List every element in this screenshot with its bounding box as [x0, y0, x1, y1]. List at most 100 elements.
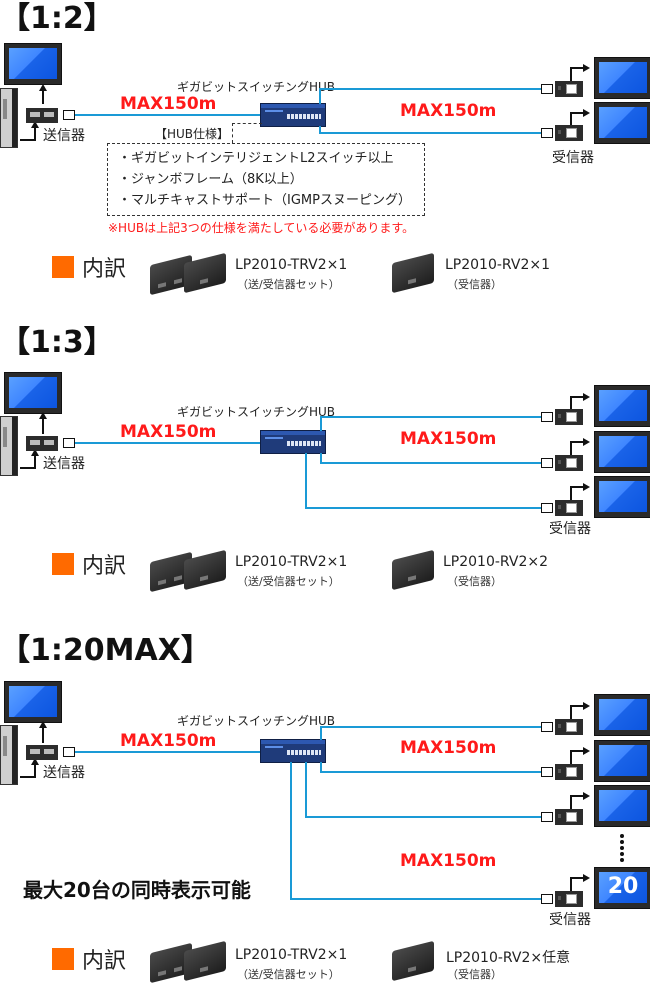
hub-spec-item: ・ジャンボフレーム（8K以上） — [118, 172, 303, 187]
receiver-device — [555, 809, 583, 825]
display-monitor — [594, 785, 650, 827]
product-name: LP2010-RV2×2 — [443, 554, 549, 570]
output-line — [570, 396, 584, 398]
pc-connector-line — [34, 454, 36, 468]
arrowhead-icon — [583, 64, 590, 72]
lan-cable — [305, 453, 307, 508]
switching-hub-icon — [260, 739, 326, 763]
pc-connector-line — [20, 467, 36, 469]
arrowhead-icon — [583, 747, 590, 755]
arrowhead-icon — [31, 758, 39, 765]
orange-square-icon — [52, 553, 74, 575]
transmitter-device — [26, 436, 58, 451]
distance-label: MAX150m — [400, 101, 497, 121]
display-monitor — [594, 476, 650, 518]
output-line — [570, 750, 584, 752]
source-monitor — [4, 372, 62, 414]
lan-cable — [320, 726, 322, 740]
monitor-number: 20 — [607, 874, 639, 899]
output-line — [570, 441, 584, 443]
arrowhead-icon — [31, 121, 39, 128]
lan-cable — [319, 132, 541, 134]
section-title: 【1:2】 — [0, 1, 114, 36]
transmitter-label: 送信器 — [43, 128, 85, 144]
lan-cable — [75, 114, 261, 116]
display-monitor — [594, 102, 650, 144]
output-line — [570, 877, 572, 891]
distance-label: MAX150m — [120, 731, 217, 751]
hub-spec-item: ・マルチキャストサポート（IGMPスヌーピング） — [118, 193, 411, 208]
switching-hub-icon — [260, 103, 326, 127]
output-line — [570, 112, 572, 125]
breakdown-label: 内訳 — [82, 949, 127, 974]
lan-plug-icon — [63, 110, 75, 120]
switching-hub-icon — [260, 430, 326, 454]
lan-plug-icon — [541, 84, 553, 94]
output-line — [570, 67, 584, 69]
arrowhead-icon — [39, 412, 47, 419]
output-line — [570, 795, 584, 797]
display-monitor — [594, 431, 650, 473]
distance-label: MAX150m — [400, 851, 497, 871]
display-monitor — [594, 57, 650, 99]
output-line — [570, 486, 572, 500]
hub-spec-item: ・ギガビットインテリジェントL2スイッチ以上 — [118, 151, 394, 166]
arrowhead-icon — [39, 84, 47, 91]
receiver-device — [555, 719, 583, 735]
receiver-device — [555, 81, 583, 97]
output-line — [570, 877, 584, 879]
lan-plug-icon — [63, 438, 75, 448]
output-line — [570, 795, 572, 809]
display-monitor — [594, 740, 650, 782]
output-line — [570, 750, 572, 764]
product-sub: （送/受信器セット） — [237, 968, 340, 981]
source-monitor — [4, 43, 62, 85]
lan-cable — [305, 507, 541, 509]
arrowhead-icon — [583, 483, 590, 491]
lan-cable — [290, 762, 292, 900]
section-title: 【1:20MAX】 — [0, 633, 211, 668]
transmitter-label: 送信器 — [43, 765, 85, 781]
hub-label: ギガビットスイッチングHUB — [177, 714, 336, 728]
lan-cable — [320, 726, 541, 728]
breakdown-label: 内訳 — [82, 257, 127, 282]
distance-label: MAX150m — [400, 738, 497, 758]
lan-plug-icon — [541, 503, 553, 513]
lan-cable — [319, 126, 321, 134]
hub-label: ギガビットスイッチングHUB — [177, 80, 336, 94]
product-image-receiver — [392, 549, 434, 591]
product-name: LP2010-TRV2×1 — [235, 947, 348, 963]
lan-plug-icon — [541, 894, 553, 904]
pc-connector-line — [34, 763, 36, 777]
pc-tower-icon — [0, 725, 18, 785]
display-monitor — [594, 385, 650, 427]
product-name: LP2010-RV2×任意 — [446, 950, 571, 966]
receiver-label: 受信器 — [552, 150, 594, 166]
up-arrow-icon — [42, 418, 44, 434]
breakdown-label: 内訳 — [82, 554, 127, 579]
arrowhead-icon — [583, 702, 590, 710]
receiver-device — [555, 764, 583, 780]
lan-cable — [305, 762, 307, 817]
lan-cable — [320, 416, 322, 431]
lan-cable — [320, 453, 322, 463]
lan-plug-icon — [541, 722, 553, 732]
lan-cable — [75, 751, 261, 753]
product-name: LP2010-RV2×1 — [445, 257, 551, 273]
section-title: 【1:3】 — [0, 325, 114, 360]
lan-plug-icon — [541, 767, 553, 777]
lan-cable — [319, 88, 541, 90]
display-monitor-20: 20 — [594, 867, 650, 909]
arrowhead-icon — [583, 109, 590, 117]
product-sub: （送/受信器セット） — [237, 278, 340, 291]
lan-plug-icon — [541, 458, 553, 468]
lan-cable — [320, 416, 541, 418]
source-monitor — [4, 681, 62, 723]
lan-cable — [75, 442, 261, 444]
transmitter-label: 送信器 — [43, 456, 85, 472]
transmitter-device — [26, 108, 58, 123]
lan-cable — [320, 771, 541, 773]
product-sub: （送/受信器セット） — [237, 575, 340, 588]
product-sub: （受信器） — [447, 575, 502, 588]
receiver-device — [555, 409, 583, 425]
